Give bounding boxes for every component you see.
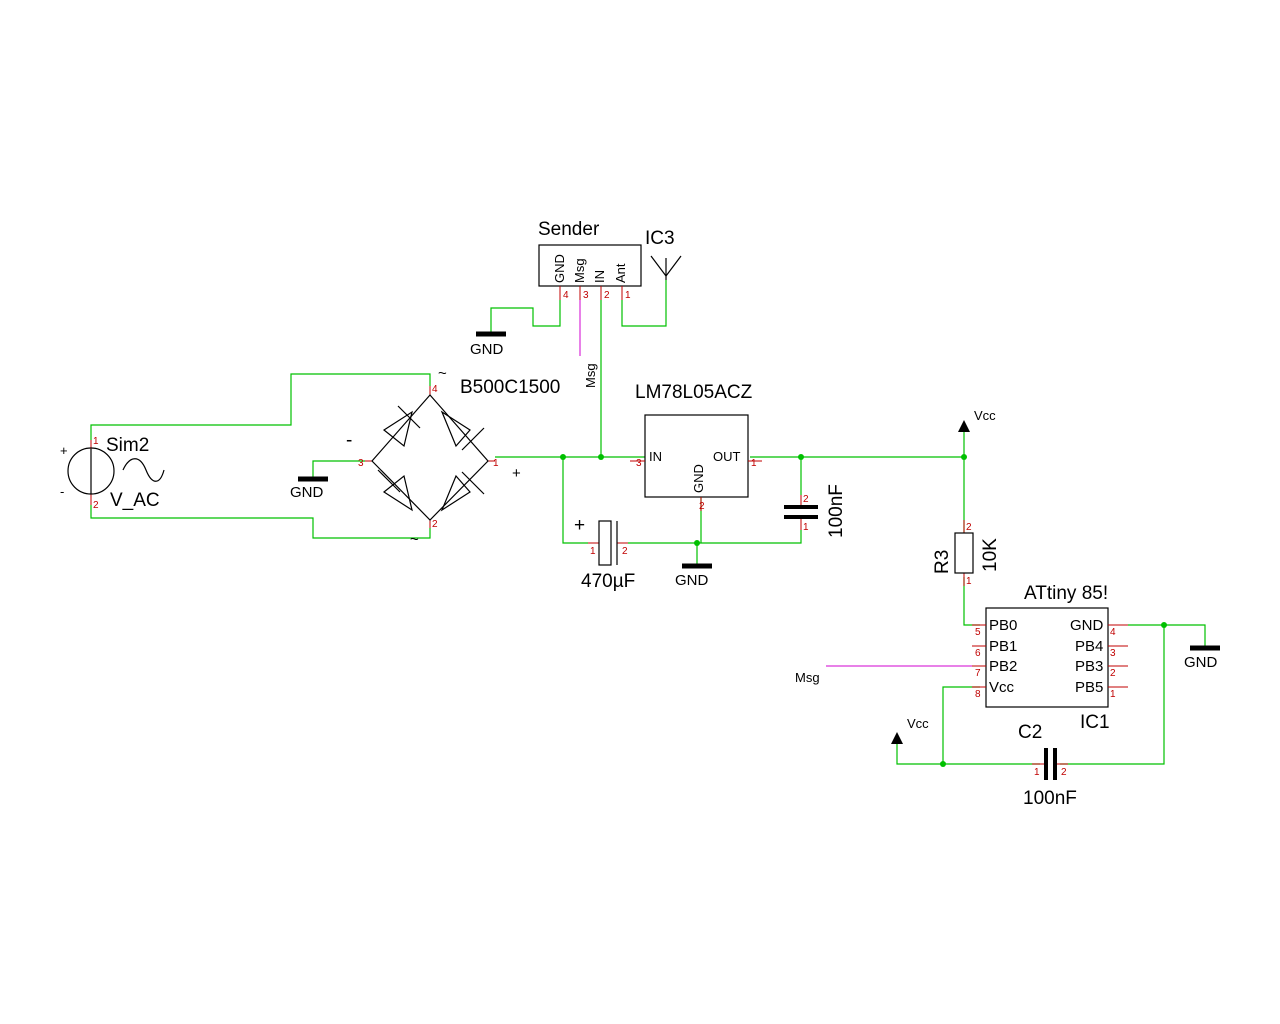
resistor-name: R3	[932, 550, 953, 574]
ic1-pin-pb4: PB4	[1075, 638, 1103, 655]
bridge-name: B500C1500	[460, 377, 560, 398]
source-minus: -	[60, 484, 64, 499]
sender-pin-in-label: IN	[592, 270, 607, 283]
vcc-label: Vcc	[907, 716, 929, 731]
junctions	[560, 454, 1167, 767]
gnd-symbol-bridge: GND	[290, 476, 328, 501]
ic1-pin-vcc: Vcc	[989, 679, 1015, 696]
bridge-plus: +	[512, 465, 521, 482]
gnd-symbol-sender: GND	[470, 331, 506, 358]
ic3-label: IC3	[645, 228, 675, 249]
gnd-label: GND	[470, 341, 504, 358]
capacitor-pin-number: 1	[803, 522, 809, 533]
capacitor-470uf[interactable]: + 470µF 1 2	[574, 515, 635, 592]
ic1-pin-number: 8	[975, 689, 981, 700]
resistor-pin-number: 1	[966, 576, 972, 587]
capacitor-pin-number: 2	[622, 546, 628, 557]
ic1-pin-pb0: PB0	[989, 617, 1017, 634]
bridge-minus: -	[346, 430, 352, 451]
capacitor-pin-number: 1	[1034, 767, 1040, 778]
capacitor-plus: +	[574, 515, 585, 536]
regulator-out-label: OUT	[713, 449, 741, 464]
source-value: V_AC	[110, 490, 160, 511]
ic1-pin-number: 2	[1110, 668, 1116, 679]
capacitor-value: 470µF	[581, 571, 635, 592]
regulator-in-label: IN	[649, 449, 662, 464]
resistor-pin-number: 2	[966, 522, 972, 533]
vcc-arrow-icon	[891, 732, 903, 744]
regulator-pin-number: 1	[751, 458, 757, 469]
gnd-symbol-ic1: GND	[1184, 645, 1220, 671]
capacitor-pin-number: 1	[590, 546, 596, 557]
ic1-title: ATtiny 85!	[1024, 583, 1108, 604]
sender-pin-number: 1	[625, 290, 631, 301]
msg-net-stubs	[579, 300, 980, 667]
microcontroller-ic1[interactable]: ATtiny 85! IC1 PB0 PB1 PB2 Vcc GND PB4 P…	[972, 583, 1128, 733]
bridge-pin-number: 4	[432, 384, 438, 395]
bridge-ac-top: ~	[438, 365, 447, 382]
msg-net-label-sender: Msg	[583, 363, 598, 388]
msg-net-label-ic1: Msg	[795, 670, 820, 685]
antenna-ic3[interactable]: IC3	[645, 228, 682, 280]
resistor-r3[interactable]: R3 10K 2 1	[932, 520, 1001, 587]
gnd-symbol-regulator: GND	[675, 563, 712, 589]
ic1-pin-gnd: GND	[1070, 617, 1104, 634]
gnd-label: GND	[675, 572, 709, 589]
ic1-pin-number: 6	[975, 648, 981, 659]
sender-pin-ant-label: Ant	[613, 263, 628, 283]
bridge-ac-bottom: ~	[410, 531, 419, 548]
source-name: Sim2	[106, 435, 149, 456]
vcc-arrow-icon	[958, 420, 970, 432]
vcc-symbol-top: Vcc	[958, 408, 996, 432]
capacitor-pin-number: 2	[803, 494, 809, 505]
ic1-pin-number: 4	[1110, 627, 1116, 638]
source-pin-number: 1	[93, 436, 99, 447]
sender-pin-number: 4	[563, 290, 569, 301]
ic1-pin-number: 5	[975, 627, 981, 638]
ic1-pin-number: 1	[1110, 689, 1116, 700]
ic1-pin-number: 3	[1110, 648, 1116, 659]
capacitor-value: 100nF	[1023, 788, 1077, 809]
sender-pin-number: 3	[583, 290, 589, 301]
ic1-pin-pb2: PB2	[989, 658, 1017, 675]
regulator-pin-number: 3	[636, 458, 642, 469]
regulator-name: LM78L05ACZ	[635, 382, 753, 403]
ic1-pin-pb5: PB5	[1075, 679, 1103, 696]
ac-source-sim2[interactable]: Sim2 V_AC + - 1 2	[60, 435, 165, 511]
bridge-pin-number: 3	[358, 458, 364, 469]
gnd-label: GND	[1184, 654, 1218, 671]
capacitor-name: C2	[1018, 722, 1042, 743]
ic1-pin-pb1: PB1	[989, 638, 1017, 655]
wires	[90, 280, 1206, 765]
sine-wave-icon	[122, 458, 165, 482]
sender-pin-number: 2	[604, 290, 610, 301]
bridge-pin-number: 2	[432, 519, 438, 530]
sender-module[interactable]: Sender GND Msg IN Ant 4 3 2 1	[538, 219, 642, 301]
capacitor-100nf-out[interactable]: 100nF 2 1	[784, 484, 847, 538]
gnd-label: GND	[290, 484, 324, 501]
sender-pin-gnd-label: GND	[552, 254, 567, 283]
voltage-regulator[interactable]: LM78L05ACZ IN OUT GND 3 1 2	[630, 382, 762, 512]
regulator-pin-number: 2	[699, 501, 705, 512]
capacitor-pin-number: 2	[1061, 767, 1067, 778]
capacitor-value: 100nF	[826, 484, 847, 538]
regulator-gnd-label: GND	[691, 464, 706, 493]
sender-title: Sender	[538, 219, 600, 240]
ic1-name: IC1	[1080, 712, 1110, 733]
vcc-label: Vcc	[974, 408, 996, 423]
bridge-rectifier[interactable]: B500C1500 ~ ~ - + 4 3 1 2	[346, 365, 560, 548]
ic1-pin-pb3: PB3	[1075, 658, 1103, 675]
sender-pin-msg-label: Msg	[572, 258, 587, 283]
vcc-symbol-bottom: Vcc	[891, 716, 929, 744]
source-plus: +	[60, 443, 68, 458]
bridge-pin-number: 1	[493, 458, 499, 469]
ic1-pin-number: 7	[975, 668, 981, 679]
resistor-value: 10K	[980, 538, 1001, 572]
source-pin-number: 2	[93, 500, 99, 511]
capacitor-c2[interactable]: C2 100nF 1 2	[1018, 722, 1077, 809]
